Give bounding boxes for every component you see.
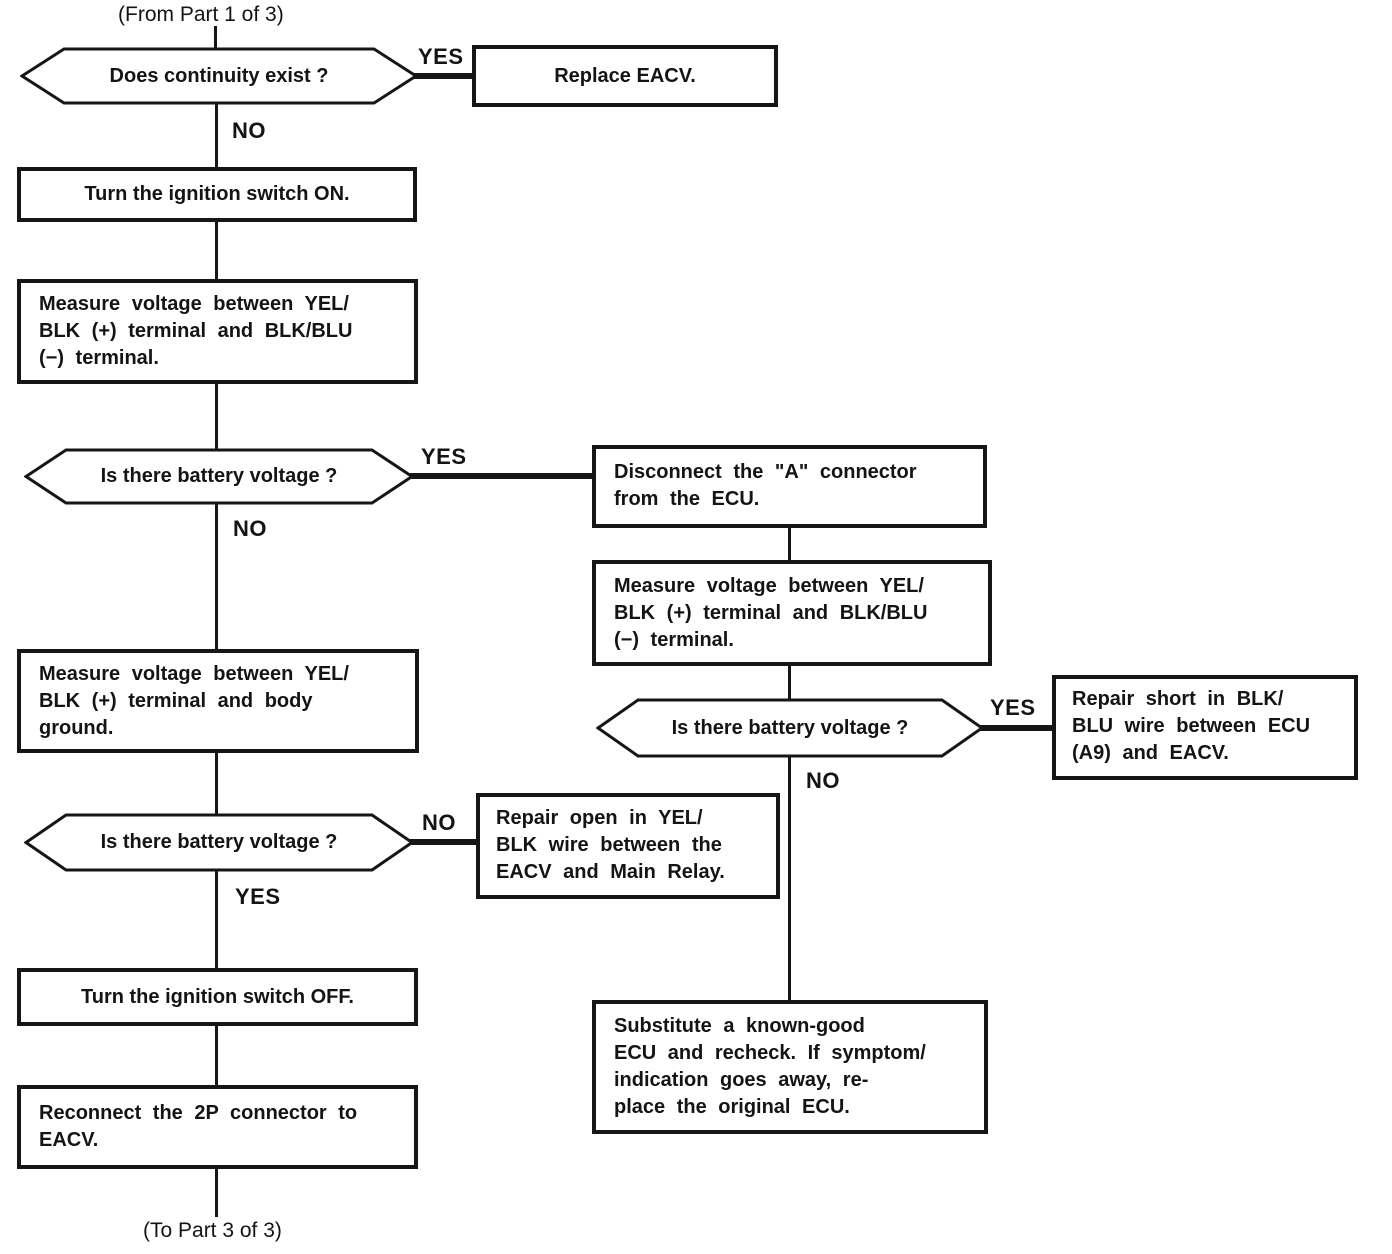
action-text: Measure voltage between YEL/ BLK (+) ter…	[39, 663, 349, 739]
hexagon-shape	[596, 698, 984, 758]
connector-line	[215, 504, 218, 651]
decision-battery-voltage-3: Is there battery voltage ?	[24, 813, 414, 872]
to-part-label: (To Part 3 of 3)	[143, 1219, 282, 1242]
hexagon-shape	[24, 448, 414, 505]
action-repair-open: Repair open in YEL/ BLK wire between the…	[476, 793, 780, 899]
decision-does-continuity-exist: Does continuity exist ?	[20, 47, 418, 105]
edge-label-yes: YES	[421, 444, 467, 469]
action-text: Disconnect the "A" connector from the EC…	[614, 461, 917, 510]
action-ignition-switch-off: Turn the ignition switch OFF.	[17, 968, 418, 1026]
action-text: Repair open in YEL/ BLK wire between the…	[496, 807, 725, 883]
edge-label-no: NO	[233, 516, 267, 541]
action-reconnect-2p: Reconnect the 2P connector to EACV.	[17, 1085, 418, 1169]
action-measure-eacv-terminals: Measure voltage between YEL/ BLK (+) ter…	[17, 279, 418, 384]
hexagon-shape	[24, 813, 414, 872]
action-text: Measure voltage between YEL/ BLK (+) ter…	[614, 575, 928, 651]
connector-line	[788, 756, 791, 1001]
from-part-label: (From Part 1 of 3)	[118, 3, 284, 26]
connector-line	[215, 220, 218, 280]
connector-line	[215, 1167, 218, 1217]
action-text: Measure voltage between YEL/ BLK (+) ter…	[39, 293, 353, 369]
decision-label: Does continuity exist ?	[109, 64, 329, 87]
connector-line	[215, 104, 218, 168]
edge-label-yes: YES	[418, 44, 464, 69]
connector-line	[215, 1024, 218, 1086]
decision-battery-voltage-1: Is there battery voltage ?	[24, 448, 414, 505]
action-measure-ecu-terminals: Measure voltage between YEL/ BLK (+) ter…	[592, 560, 992, 666]
edge-label-yes: YES	[990, 695, 1036, 720]
decision-battery-voltage-2: Is there battery voltage ?	[596, 698, 984, 758]
action-repair-short: Repair short in BLK/ BLU wire between EC…	[1052, 675, 1358, 780]
hexagon-shape	[20, 47, 418, 105]
action-text: Substitute a known-good ECU and recheck.…	[614, 1015, 926, 1118]
no-connector	[410, 839, 478, 845]
edge-label-yes: YES	[235, 884, 281, 909]
decision-label: Is there battery voltage ?	[671, 716, 909, 739]
action-text: Repair short in BLK/ BLU wire between EC…	[1072, 688, 1311, 764]
connector-line	[215, 751, 218, 814]
action-text: Reconnect the 2P connector to EACV.	[39, 1102, 358, 1151]
yes-connector	[980, 725, 1052, 731]
action-disconnect-a-connector: Disconnect the "A" connector from the EC…	[592, 445, 987, 528]
edge-label-no: NO	[232, 118, 266, 143]
edge-label-no: NO	[422, 810, 456, 835]
decision-label: Is there battery voltage ?	[100, 465, 338, 487]
decision-label: Is there battery voltage ?	[100, 831, 338, 853]
connector-line	[215, 870, 218, 970]
action-measure-body-ground: Measure voltage between YEL/ BLK (+) ter…	[17, 649, 419, 753]
yes-connector	[410, 473, 592, 479]
action-replace-eacv: Replace EACV.	[472, 45, 778, 107]
yes-connector	[412, 73, 472, 79]
connector-line	[788, 664, 791, 699]
action-ignition-switch-on: Turn the ignition switch ON.	[17, 167, 417, 222]
connector-line	[214, 26, 217, 48]
connector-line	[788, 527, 791, 561]
edge-label-no: NO	[806, 768, 840, 793]
connector-line	[215, 383, 218, 449]
action-substitute-ecu: Substitute a known-good ECU and recheck.…	[592, 1000, 988, 1134]
